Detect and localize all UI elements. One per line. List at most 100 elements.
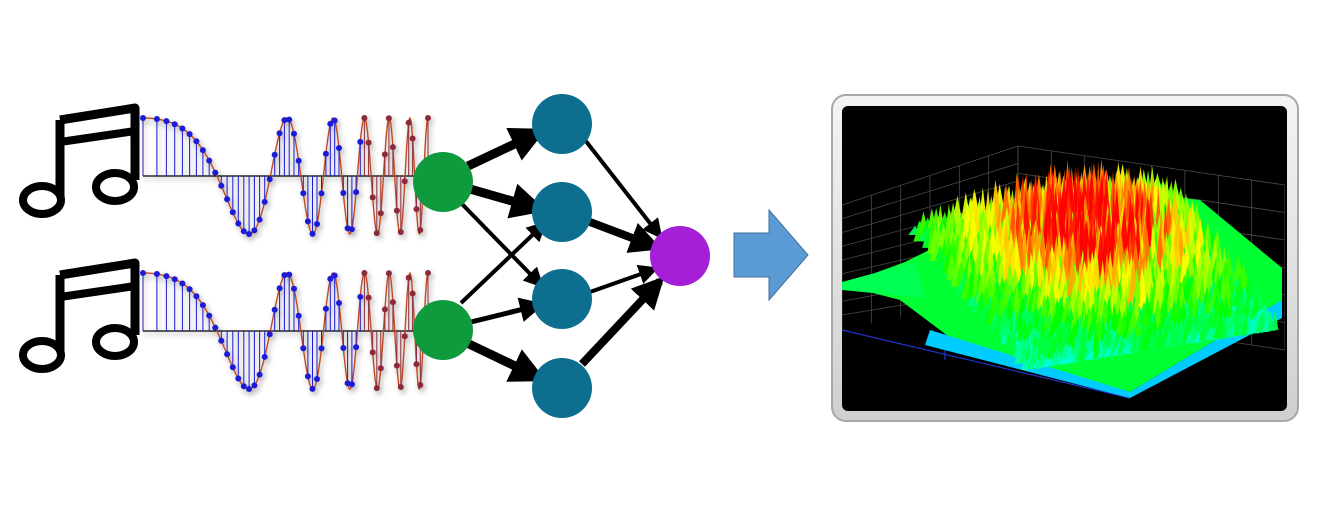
surface-spike [1198,276,1206,306]
sample-point [327,275,334,282]
spectrogram-image [831,94,1299,422]
edge-in2-h4 [467,339,547,383]
note-head-left [19,337,65,373]
sample-point [212,169,219,176]
sample-point [381,151,388,158]
sample-point [261,198,268,205]
sample-point [373,230,380,237]
sample-point [417,382,424,388]
sample-point [385,270,392,277]
sample-point [348,381,355,388]
sample-point [327,120,334,127]
sample-point [171,121,178,128]
sample-point [229,209,236,216]
sample-point [271,306,278,313]
sample-point [286,116,293,123]
sample-point [314,221,320,227]
sample-point [281,117,288,124]
output-node [650,226,710,286]
hidden-node [532,182,592,242]
sample-point [193,293,200,300]
sample-point [322,150,329,157]
sample-point [256,371,263,378]
sample-point [199,147,206,154]
hidden-node [532,269,592,329]
sample-point [357,138,364,145]
edge-h3-out [589,264,659,294]
spectrogram-surface [842,158,1282,398]
sample-point [405,274,412,281]
sample-point [266,176,273,183]
sample-point [218,337,225,344]
sample-point [309,385,316,392]
edge-in2-h3 [470,297,545,325]
sample-point [389,144,396,151]
sample-point [240,383,247,390]
sample-point [246,231,253,237]
sampled-waveform-top [140,115,431,237]
sample-point [309,230,316,237]
input-node [413,152,473,212]
sample-point [229,364,236,371]
sample-point [373,385,380,392]
sample-point [397,384,404,390]
sample-point [224,351,231,358]
sample-point [331,272,338,279]
sample-point [140,270,146,276]
sample-point [218,182,225,189]
sample-point [369,194,376,201]
edge-in1-h1 [466,127,547,171]
sample-point [322,305,329,312]
edge-h1-out [583,138,663,240]
sample-point [291,130,297,137]
note-head-right [92,324,138,360]
sample-point [318,345,325,352]
sample-point [140,115,146,121]
sample-point [369,349,376,356]
sampled-waveform-bottom [140,270,431,392]
note-beam-2 [59,282,136,301]
sample-point [300,190,307,197]
sample-point [206,312,213,319]
sample-point [405,119,412,126]
sample-point [276,285,283,292]
sample-point [318,190,325,197]
sample-point [256,216,263,223]
sample-point [314,376,320,382]
grid-line [1017,145,1285,186]
sample-point [251,227,258,234]
sample-point [286,271,293,278]
sample-point [163,118,170,125]
hidden-node [532,358,592,418]
music-note-icon [19,258,140,373]
sample-point [353,189,360,196]
edge-in2-h2 [459,221,547,305]
edge-h2-out [588,218,662,253]
sample-point [409,135,416,142]
edge-in1-h3 [459,201,544,288]
sample-point [401,333,408,340]
sample-point [171,276,178,283]
sample-point [212,324,219,331]
sample-point [393,362,400,369]
sample-point [348,226,355,233]
sample-point [401,178,408,185]
sample-point [413,361,420,368]
sample-point [295,312,302,319]
sample-point [235,220,242,227]
sample-point [271,151,278,158]
sample-point [266,331,273,338]
edge-h4-out [579,276,665,367]
music-note-icon [19,103,140,218]
sample-point [295,157,302,164]
note-head-left [19,182,65,218]
sample-point [291,285,297,292]
sample-point [340,345,347,351]
sample-point [304,373,311,380]
sample-point [377,365,384,372]
sample-point [186,286,193,293]
sample-point [336,300,342,306]
sample-point [357,293,364,300]
sample-point [340,190,347,196]
sample-point [240,228,247,235]
